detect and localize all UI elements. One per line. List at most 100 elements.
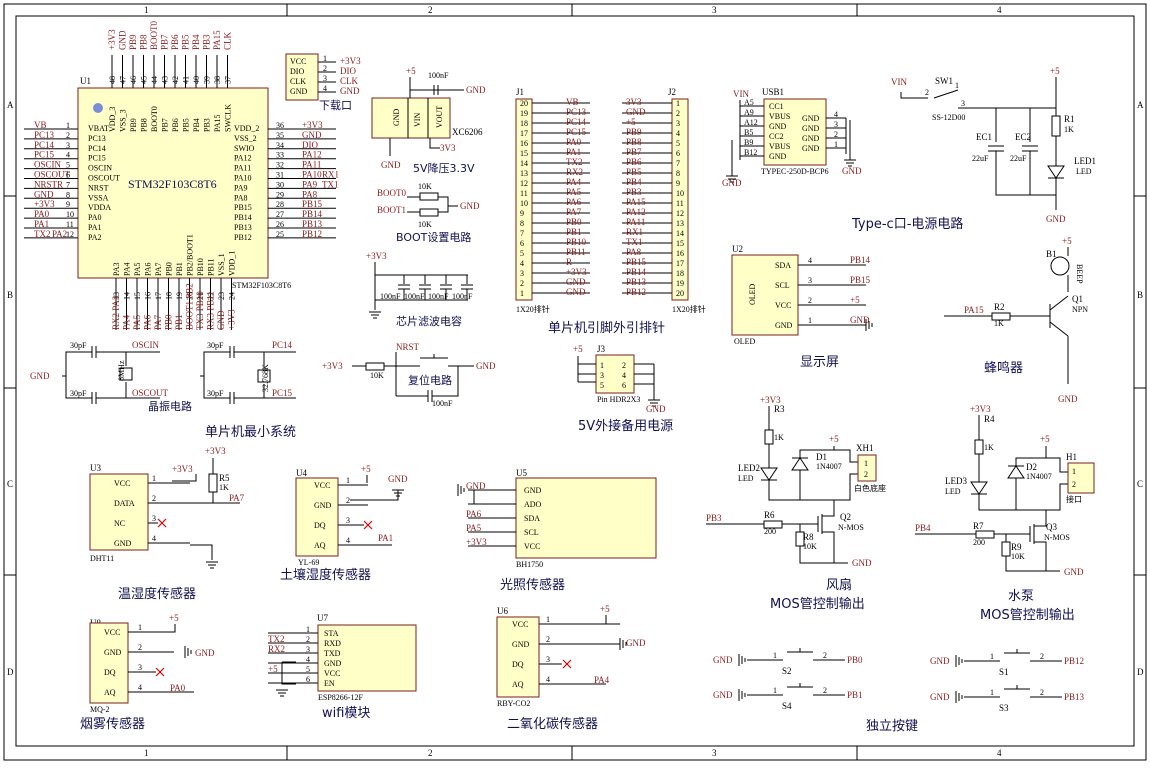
- pump-q-type: N-MOS: [1044, 533, 1070, 542]
- soil-nc-mark: [363, 520, 373, 530]
- mcu-right-net-11: PB12: [302, 229, 322, 239]
- co2-vcc: +5: [600, 604, 610, 614]
- pump-vcc: +3V3: [970, 404, 991, 414]
- mcu-right-num-2: 34: [276, 141, 284, 150]
- mcu-bottom-inner-10: VSS_1: [217, 253, 226, 276]
- download-num-0: 1: [323, 54, 327, 63]
- j1-num-15: 5: [520, 249, 524, 258]
- ground-symbol: [184, 646, 192, 658]
- mcu-right-inner-9: PB14: [234, 213, 252, 222]
- usb-pin-left-3: B5: [744, 128, 753, 137]
- ldo-regulator: GND VIN VOUT XC6206 +5 100nF GND GND 3V3…: [371, 66, 486, 175]
- mcu-left-net-3: PC15: [34, 150, 55, 160]
- mcu-top-inner-6: PB6: [171, 118, 180, 132]
- mcu-bottom-net-7: BOOT1 PB2: [185, 283, 195, 330]
- pump-r4: R4: [984, 414, 995, 424]
- usb-pin-left-2: A12: [744, 118, 758, 127]
- soil-part: YL-69: [298, 558, 319, 567]
- header-j2: J2 13V32GND3+54PB95PB86PB77PB68PB59PB410…: [622, 87, 706, 314]
- fan-mos-circuit: +3V3 R3 1K LED2 LED +5 D1 1N4007 1 2 XH1…: [706, 395, 886, 612]
- download-pin-2: CLK: [290, 77, 306, 86]
- mcu-right-num-3: 33: [276, 151, 284, 160]
- frame-col-4-top: 4: [997, 5, 1002, 15]
- pump-h-body: [1067, 462, 1095, 494]
- pw-sw-pin2: 2: [925, 88, 929, 97]
- download-num-3: 4: [323, 84, 327, 93]
- smoke-nc-mark: [155, 667, 165, 677]
- mcu-right-inner-11: PB12: [234, 233, 252, 242]
- mcu-top-num-11: 37: [224, 76, 233, 84]
- j2-net-10: PA15: [626, 197, 646, 207]
- download-net-3: GND: [340, 86, 360, 96]
- mcu-top-inner-8: PB4: [192, 118, 201, 132]
- mcu-top-num-3: 45: [140, 76, 149, 84]
- key-ref-1: S4: [782, 701, 792, 711]
- j2-num-1: 2: [676, 109, 680, 118]
- soil-num-1: 2: [346, 496, 350, 505]
- key-net-2: PB12: [1064, 656, 1084, 666]
- j1-num-0: 20: [520, 99, 528, 108]
- mcu-bottom-num-7: 20: [186, 292, 195, 300]
- mcu-top-net-7: PB5: [181, 34, 191, 50]
- j2-num-15: 16: [676, 249, 684, 258]
- usb-inner-left-5: GND: [769, 152, 787, 161]
- pump-d-val: 1N4007: [1026, 472, 1052, 481]
- j2-net-8: PB4: [626, 177, 642, 187]
- bz-in: PA15: [964, 305, 984, 315]
- j2-net-15: PA8: [626, 247, 642, 257]
- frame-row-d-left: D: [7, 667, 14, 677]
- buzzer-circuit: +5 B1 BEEP PA15 R2 1K Q1 NPN GND 蜂鸣器: [944, 236, 1088, 404]
- smoke-pin-2: DQ: [104, 668, 116, 677]
- oled-net-0: PB14: [850, 255, 871, 265]
- light-pin-1: ADO: [524, 500, 542, 509]
- pump-r4-val: 1K: [984, 443, 994, 452]
- reset-gnd: GND: [476, 361, 496, 371]
- oled-num-3: 1: [808, 316, 812, 325]
- mcu-left-net-10: PA1: [34, 219, 49, 229]
- j2-num-9: 10: [676, 189, 684, 198]
- mcu-right-inner-1: VSS_2: [234, 134, 257, 143]
- oled-net-2: +5: [850, 295, 860, 305]
- filter-cap-1: 100nF: [404, 292, 425, 301]
- j2-net-11: PA12: [626, 207, 646, 217]
- pump-in: PB4: [915, 523, 931, 533]
- oled-net-3: GND: [850, 315, 870, 325]
- pump-vcc5: +5: [1040, 434, 1050, 444]
- mcu-right-inner-2: SWIO: [234, 144, 255, 153]
- co2-body: [496, 616, 540, 698]
- usb-inner-left-1: VBUS: [769, 112, 790, 121]
- ldo-body: [371, 97, 451, 139]
- ground-symbol: [955, 655, 963, 667]
- pw-led-val: LED: [1076, 167, 1092, 176]
- mcu-bottom-inner-7: PB2/BOOT1: [186, 234, 195, 276]
- ground-symbol: [738, 689, 746, 701]
- key-ref-2: S1: [999, 667, 1009, 677]
- frame-row-c-right: C: [1137, 479, 1143, 489]
- key-gnd-3: GND: [930, 692, 950, 702]
- wifi-pin-1: RXD: [324, 639, 341, 648]
- fan-gnd: GND: [852, 558, 872, 568]
- frame-col-4-bottom: 4: [997, 748, 1002, 758]
- mcu-top-inner-11: SWCLK: [224, 104, 233, 132]
- bz-r: R2: [994, 302, 1005, 312]
- fan-r8-val: 10K: [803, 542, 817, 551]
- download-pin-3: GND: [290, 87, 308, 96]
- j1-num-19: 1: [520, 289, 524, 298]
- fan-r6-val: 200: [764, 527, 776, 536]
- title-display: 显示屏: [800, 355, 839, 370]
- mcu-right-net-9: PB14: [302, 209, 323, 219]
- usb-inner-left-0: CC1: [769, 102, 784, 111]
- ground-symbol: [369, 311, 381, 319]
- j2-num-6: 7: [676, 159, 680, 168]
- j1-net-5: PA1: [566, 147, 581, 157]
- smoke-gnd: GND: [195, 648, 215, 658]
- mcu-bottom-inner-4: PA7: [154, 263, 163, 277]
- co2-pin-3: AQ: [512, 680, 524, 689]
- j1-net-14: PB10: [566, 237, 587, 247]
- light-pin-4: VCC: [524, 542, 540, 551]
- mcu-bottom-inner-0: PA3: [112, 263, 121, 277]
